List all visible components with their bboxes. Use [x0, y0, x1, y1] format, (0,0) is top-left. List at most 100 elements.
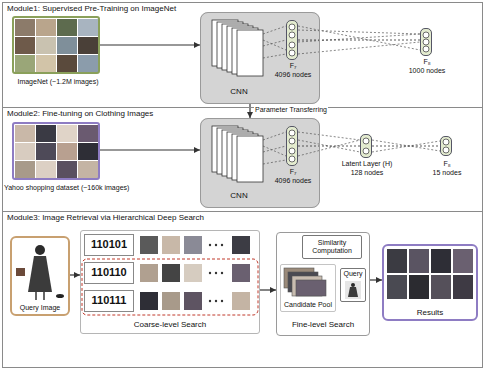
dense-link [263, 54, 286, 58]
dot [209, 300, 211, 302]
node-count: 4096 nodes [269, 177, 317, 185]
dense-link [263, 40, 286, 50]
dot [221, 244, 223, 246]
photo [15, 55, 35, 72]
neurons [289, 24, 449, 162]
module-band: Module3: Image Retrieval via Hierarchica… [2, 212, 483, 368]
thumbnail [162, 292, 180, 310]
step-label: Similarity Computation [304, 239, 360, 255]
ellipsis-dots [209, 244, 223, 302]
hash-code: 110101 [85, 238, 133, 251]
column-fill [360, 134, 372, 158]
cnn-label: CNN [209, 87, 269, 96]
candidate-pool: Candidate Pool [280, 264, 336, 312]
neuron [289, 130, 295, 136]
stage-caption: Fine-level Search [277, 320, 369, 329]
dot [221, 272, 223, 274]
stage-caption: Coarse-level Search [81, 320, 259, 329]
query-thumb [345, 281, 361, 299]
connector [260, 289, 276, 290]
thumbnail [232, 264, 250, 282]
thumbnail [184, 264, 202, 282]
dot [209, 272, 211, 274]
column-fill [286, 126, 298, 166]
layer-column: F₈1000 nodes [420, 28, 432, 56]
neuron [289, 138, 295, 144]
selected-buckets [82, 259, 258, 315]
thumbnail [184, 292, 202, 310]
layer-name: F₈ [427, 160, 467, 168]
head [35, 245, 45, 255]
cnn-panel-fill [200, 118, 320, 208]
layer-column: F₈15 nodes [440, 136, 452, 156]
dense-link [372, 140, 440, 151]
photo [57, 125, 77, 142]
neuron [289, 50, 295, 56]
cnn-panel-fill [200, 12, 320, 104]
neuron [289, 42, 295, 48]
layer-name: F₇ [273, 168, 313, 176]
thumbnail [232, 292, 250, 310]
neuron [289, 24, 295, 30]
cnn-panel: CNN F₇4096 nodes [200, 118, 320, 208]
conv-layers [212, 20, 263, 182]
dense-link [263, 146, 286, 156]
layer-name: F₇ [273, 62, 313, 70]
dense-link [298, 140, 360, 156]
cnn-panel: CNN F₇4096 nodes [200, 12, 320, 104]
neuron [423, 39, 429, 45]
node-count: 128 nodes [343, 169, 391, 177]
dot [221, 300, 223, 302]
dense-link [298, 34, 420, 42]
image-set: Yahoo shopping dataset (~160k images) [12, 122, 100, 180]
module-band: Module1: Supervised Pre-Training on Imag… [2, 2, 483, 108]
layer-column: Latent Layer (H)128 nodes [360, 134, 372, 158]
query-image-box: Query Image [10, 236, 70, 316]
shoe [56, 294, 64, 298]
hash-code-box: 110111 [84, 290, 134, 312]
dense-link [298, 140, 360, 152]
neuron [289, 148, 295, 154]
connector [100, 149, 200, 150]
column-fill [440, 136, 452, 156]
layer-columns [286, 20, 452, 166]
photo [57, 37, 77, 54]
photo [57, 143, 77, 160]
dense-link [298, 26, 420, 50]
layer-name: F₈ [407, 58, 447, 66]
hash-code-box: 110110 [84, 262, 134, 284]
photo [15, 19, 35, 36]
query-thumb-box: Query [340, 268, 366, 302]
hash-code: 110111 [85, 294, 133, 307]
cnn-label: CNN [209, 191, 269, 200]
layer-column: F₇4096 nodes [286, 20, 298, 60]
hash-thumbnails [140, 236, 250, 310]
photo [36, 19, 56, 36]
neuron [423, 32, 429, 38]
fine-search-box: Fine-level Search Similarity ComputationQ… [276, 232, 370, 336]
dress [28, 256, 52, 292]
hash-table: Coarse-level Search 110101 110110 110111 [80, 230, 260, 334]
photo [36, 125, 56, 142]
neuron [289, 32, 295, 38]
photo [15, 37, 35, 54]
results-box: Results [382, 244, 478, 321]
thumbnail [140, 264, 158, 282]
result-photo [409, 275, 429, 299]
thumbnail [232, 236, 250, 254]
result-photo [409, 249, 429, 273]
node-count: 4096 nodes [269, 71, 317, 79]
result-photo [453, 275, 473, 299]
photo [78, 55, 98, 72]
similarity-box: Similarity Computation [302, 235, 362, 259]
dot [215, 272, 217, 274]
hash-code: 110110 [85, 266, 133, 279]
connector [298, 146, 360, 147]
clothing-grid [15, 125, 98, 178]
neuron [443, 147, 449, 153]
photo [15, 125, 35, 142]
photo [36, 143, 56, 160]
photo [57, 55, 77, 72]
dot [215, 300, 217, 302]
